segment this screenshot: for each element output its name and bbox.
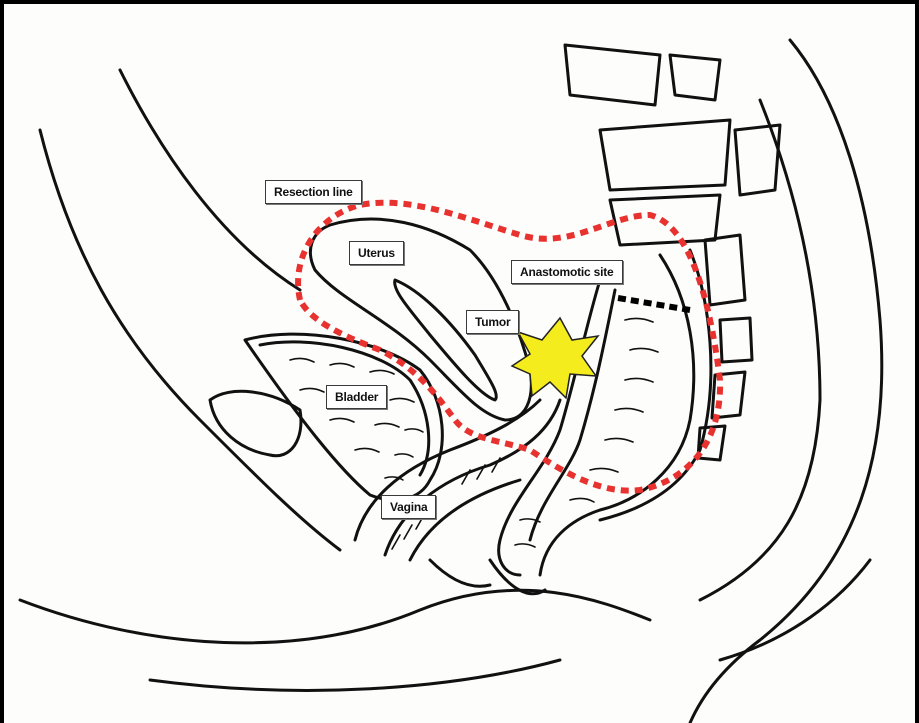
bladder-hatching	[290, 358, 423, 480]
vagina-label: Vagina	[381, 495, 436, 519]
thigh-outline	[150, 660, 560, 690]
vagina-outline-front	[355, 400, 540, 540]
back-outline	[690, 40, 882, 723]
bladder-label: Bladder	[326, 385, 387, 409]
vertebra-6	[705, 235, 745, 305]
resection-line-label: Resection line	[265, 180, 362, 204]
vertebra-3	[600, 120, 730, 190]
vertebra-1	[565, 45, 660, 105]
anastomotic-site-label: Anastomotic site	[511, 260, 623, 284]
perineum-outline	[20, 590, 650, 643]
vagina-inner	[410, 480, 520, 560]
vertebra-7	[720, 318, 752, 362]
bladder-outline	[245, 334, 442, 500]
perineal-body	[430, 560, 490, 586]
tumor-label: Tumor	[466, 310, 519, 334]
rectum-inner	[530, 290, 615, 540]
anastomotic-site-marker	[618, 298, 690, 310]
uterus-label: Uterus	[349, 241, 404, 265]
anal-canal	[490, 560, 545, 594]
vertebra-2	[670, 55, 720, 100]
